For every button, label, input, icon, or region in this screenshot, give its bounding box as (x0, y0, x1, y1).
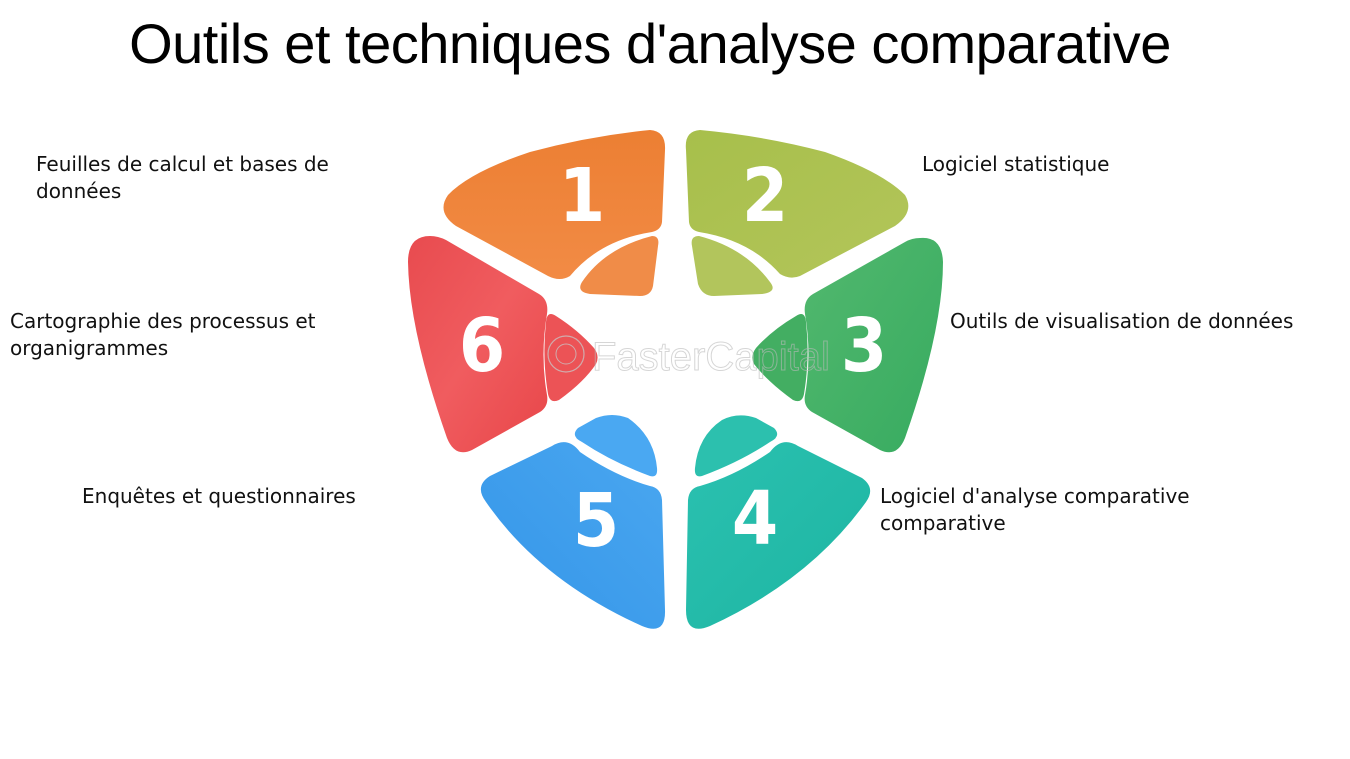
segment-1-inner-shape (580, 236, 659, 296)
segment-2-outer-shape (685, 130, 909, 278)
segment-5-number: 5 (573, 478, 619, 564)
watermark-gear-icon (547, 335, 585, 373)
label-segment-3: Outils de visualisation de données (950, 308, 1293, 335)
label-segment-4: Logiciel d'analyse comparative comparati… (880, 483, 1190, 537)
segment-4-inner-shape (694, 415, 778, 477)
segment-3: 3 (752, 237, 943, 453)
label-segment-1-line1: Feuilles de calcul et bases de (36, 152, 329, 176)
label-segment-2-line1: Logiciel statistique (922, 152, 1110, 176)
segment-2-inner-shape (691, 236, 773, 296)
label-segment-4-line2: comparative (880, 511, 1006, 535)
segment-4-number: 4 (732, 476, 778, 562)
segment-1-number: 1 (559, 153, 605, 239)
label-segment-1-line2: données (36, 179, 122, 203)
label-segment-3-line1: Outils de visualisation de données (950, 309, 1294, 333)
segment-5-outer-shape (480, 442, 666, 629)
segment-6-outer-shape (408, 236, 548, 453)
label-segment-6-line2: organigrammes (10, 336, 169, 360)
segment-3-inner-shape (752, 314, 808, 402)
segment-5: 5 (480, 415, 666, 629)
segment-2-number: 2 (742, 153, 788, 239)
segment-3-number: 3 (841, 303, 887, 389)
page-title: Outils et techniques d'analyse comparati… (129, 12, 1171, 75)
watermark: FasterCapital (547, 335, 830, 380)
label-segment-6-line1: Cartographie des processus et (10, 309, 316, 333)
segment-6-inner-shape (544, 314, 598, 402)
label-segment-1: Feuilles de calcul et bases de données (36, 151, 329, 205)
label-segment-5: Enquêtes et questionnaires (82, 483, 356, 510)
label-segment-6: Cartographie des processus et organigram… (10, 308, 316, 362)
segment-1-outer-shape (443, 130, 666, 279)
segment-1: 1 (443, 130, 666, 296)
segment-5-inner-shape (574, 415, 658, 477)
segment-4: 4 (686, 415, 871, 629)
segment-6-number: 6 (459, 303, 505, 389)
watermark-text: FasterCapital (592, 335, 830, 379)
label-segment-2: Logiciel statistique (922, 151, 1109, 178)
segment-3-outer-shape (804, 237, 943, 453)
segment-4-outer-shape (686, 442, 871, 629)
label-segment-5-line1: Enquêtes et questionnaires (82, 484, 356, 508)
label-segment-4-line1: Logiciel d'analyse comparative (880, 484, 1190, 508)
segment-6: 6 (408, 236, 598, 453)
segment-2: 2 (685, 130, 909, 296)
